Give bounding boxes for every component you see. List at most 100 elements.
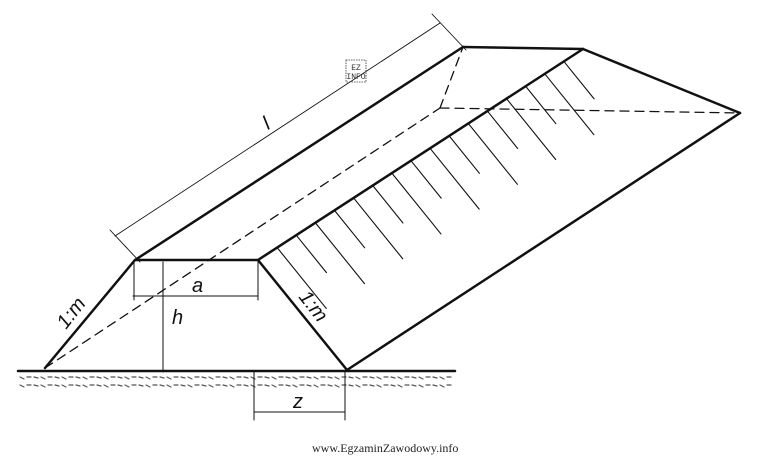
ground-hatch-mark [376, 384, 382, 388]
ground-hatch-mark [33, 376, 39, 379]
ground-hatch-mark [390, 376, 396, 379]
ground-hatch-mark [96, 384, 102, 387]
ground-hatch-mark [418, 384, 424, 388]
front-cross-section [43, 258, 349, 372]
ground-hatch-mark [292, 384, 298, 388]
ground-hatch-mark [187, 384, 193, 388]
ground-hatch-mark [103, 376, 109, 380]
ez-info-logo: EZ INFO [345, 59, 367, 83]
slope-hatch-line [353, 197, 404, 260]
ground-hatch-mark [61, 384, 67, 388]
ground-hatch-mark [411, 376, 417, 379]
ground-hatch-mark [201, 376, 207, 379]
ground-hatch-mark [187, 376, 193, 380]
slope-hatch-line [429, 147, 480, 210]
slope-hatch-line [563, 60, 595, 100]
ground-hatch-mark [75, 384, 81, 387]
slope-hatch-line [525, 85, 557, 125]
ground-hatch-mark [138, 384, 144, 387]
ground-hatch-mark [292, 376, 298, 380]
hidden-edges [44, 46, 741, 369]
ground-hatch-mark [124, 384, 130, 388]
ground-hatch-mark [264, 384, 270, 387]
ground-hatch-mark [117, 376, 123, 379]
ground-hatch-mark [229, 376, 235, 380]
svg-text:EZ: EZ [351, 64, 361, 73]
slope-hatch-line [467, 122, 518, 185]
ground-hatch-mark [166, 384, 172, 388]
ground-hatch-mark [145, 376, 151, 380]
ground-hatch-mark [348, 376, 354, 379]
ground-hatch-mark [180, 384, 186, 387]
ground-hatch-mark [355, 384, 361, 388]
ground-hatch-mark [61, 376, 67, 380]
ground-hatch-mark [439, 384, 445, 388]
back-crown-edge [461, 45, 585, 51]
slope-hatch-line [505, 98, 557, 161]
ground-hatch-mark [145, 384, 151, 388]
ground-hatch-mark [229, 384, 235, 388]
ground-hatch-mark [40, 384, 46, 388]
ground-hatch-mark [264, 376, 270, 379]
ground-hatch-mark [271, 384, 277, 388]
slope-hatch-line [372, 184, 404, 224]
ground-hatch-mark [40, 376, 46, 380]
ground-hatch-mark [369, 376, 375, 379]
ground-hatch-mark [208, 384, 214, 388]
ground-hatch-mark [355, 376, 361, 380]
ground-hatch-mark [54, 384, 60, 387]
back-right-slope [581, 47, 742, 115]
ground-hatch-mark [327, 376, 333, 379]
ground-hatch-mark [432, 376, 438, 379]
ground-hatch-mark [369, 384, 375, 387]
ground-hatch-mark [138, 376, 144, 379]
ground-hatch-mark [180, 376, 186, 379]
ground-hatch-mark [439, 376, 445, 380]
ground-hatching [19, 376, 452, 388]
ground-hatch-mark [271, 376, 277, 380]
ground-hatch-mark [327, 384, 333, 387]
ground-hatch-mark [348, 384, 354, 387]
left-slope-label: 1:m [53, 293, 91, 333]
right-toe-edge [345, 111, 742, 372]
ground-hatch-mark [19, 376, 25, 380]
ground-hatch-mark [82, 376, 88, 380]
base-projection-dimension [253, 371, 346, 421]
svg-text:INFO: INFO [346, 73, 365, 82]
crown-width-label: a [192, 275, 203, 297]
slope-hatch-line [486, 110, 519, 150]
ground-hatch-mark [397, 384, 403, 388]
ground-hatch-mark [243, 384, 249, 387]
slope-hatch-line [295, 234, 328, 274]
height-label: h [172, 307, 183, 329]
ground-hatch-mark [75, 376, 81, 379]
ground-hatch-mark [313, 376, 319, 380]
crown-width-dimension [132, 261, 259, 301]
ground-hatch-mark [124, 376, 130, 380]
ground-hatch-mark [54, 376, 60, 379]
slope-hatch-line [276, 247, 327, 309]
ground-hatch-mark [390, 384, 396, 387]
ground-hatch-mark [243, 376, 249, 379]
ground-hatch-mark [82, 384, 88, 388]
ground-hatch-mark [166, 376, 172, 380]
slope-hatching [276, 60, 595, 309]
ground-hatch-mark [103, 384, 109, 388]
slope-hatch-line [410, 160, 442, 199]
length-label: l [259, 113, 275, 134]
ground-hatch-mark [306, 376, 312, 379]
slope-hatch-line [314, 222, 366, 285]
crown-left-edge [133, 45, 465, 262]
ground-hatch-mark [117, 384, 123, 387]
slope-hatch-line [544, 73, 595, 136]
slope-hatch-line [391, 172, 442, 235]
ground-hatch-mark [313, 384, 319, 388]
ground-hatch-mark [334, 384, 340, 388]
ground-hatch-mark [418, 376, 424, 380]
ground-hatch-mark [222, 376, 228, 379]
ground-hatch-mark [306, 384, 312, 387]
ground-hatch-mark [159, 384, 165, 387]
ground-hatch-mark [285, 384, 291, 387]
ground-hatch-mark [376, 376, 382, 380]
